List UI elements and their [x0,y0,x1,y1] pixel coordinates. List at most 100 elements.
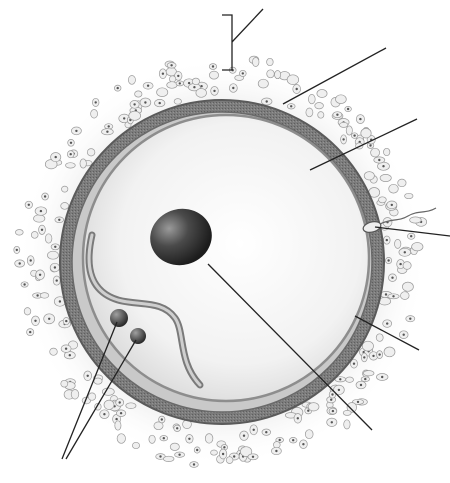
corona-cell-nucleus [163,437,165,439]
corona-cell [170,443,179,450]
corona-cell-nucleus [70,153,72,155]
corona-cell [94,378,102,384]
corona-cell-nucleus [178,454,180,456]
corona-cell-nucleus [275,450,277,452]
corona-cell-nucleus [410,235,412,237]
corona-cell [15,230,23,236]
corona-cell-nucleus [369,144,371,146]
corona-cell-nucleus [65,348,67,350]
corona-cell [306,108,313,117]
corona-cell-nucleus [56,279,58,281]
corona-cell [24,308,31,315]
corona-cell [308,403,319,411]
corona-cell-nucleus [279,439,281,441]
corona-cell [34,215,45,222]
corona-cell [343,410,351,415]
corona-cell [346,377,354,382]
corona-cell-nucleus [392,295,394,297]
corona-cell-nucleus [162,73,164,75]
corona-cell [157,88,168,97]
corona-cell [389,184,399,193]
corona-cell-nucleus [106,131,108,133]
corona-cell-nucleus [103,413,105,415]
corona-cell [364,172,374,180]
corona-cell-nucleus [41,229,43,231]
corona-cell-nucleus [338,389,340,391]
corona-cell [371,148,380,157]
corona-cell [91,110,98,119]
corona-cell-nucleus [147,85,149,87]
corona-cell [336,95,347,104]
corona-cell [317,90,327,98]
corona-cell [380,174,391,181]
corona-cell-nucleus [188,438,190,440]
corona-cell-nucleus [363,356,365,358]
corona-cell-nucleus [28,204,30,206]
corona-cell-nucleus [360,384,362,386]
corona-cell [169,76,175,82]
corona-cell-nucleus [212,65,214,67]
corona-cell-nucleus [386,239,388,241]
corona-cell-nucleus [177,75,179,77]
corona-cell [209,71,218,79]
corona-cell [117,434,125,444]
corona-cell [401,292,410,300]
corona-cell [61,186,67,192]
corona-cell-nucleus [296,88,298,90]
corona-cell-nucleus [232,87,234,89]
corona-cell-nucleus [108,125,110,127]
corona-cell [226,457,233,464]
corona-cell [31,232,38,239]
corona-cell-nucleus [170,64,172,66]
corona-cell-nucleus [200,85,202,87]
corona-cell-nucleus [54,246,56,248]
corona-cell [167,82,177,89]
corona-cell-nucleus [58,219,60,221]
corona-cell [305,430,313,439]
corona-cell-nucleus [252,456,254,458]
corona-cell [405,193,413,198]
corona-cell-nucleus [290,105,292,107]
corona-cell-nucleus [404,251,406,253]
corona-cell-nucleus [95,101,97,103]
corona-cell-nucleus [381,376,383,378]
corona-cell [340,122,348,127]
corona-cell-nucleus [386,322,388,324]
corona-cell [126,403,136,409]
corona-cell-nucleus [133,103,135,105]
corona-cell-nucleus [144,101,146,103]
corona-cell [376,334,383,342]
corona-cell [61,380,68,387]
corona-cell-nucleus [385,293,387,295]
corona-cell [315,103,324,109]
corona-cell-nucleus [359,118,361,120]
corona-cell-nucleus [403,334,405,336]
corona-cell [163,456,174,461]
corona-cell-nucleus [330,399,332,401]
corona-cell [403,262,411,270]
corona-cell-nucleus [342,138,344,140]
corona-cell-nucleus [297,417,299,419]
corona-cell-nucleus [48,318,50,320]
corona-cell [80,159,86,168]
leader-corona-radiata [232,9,263,42]
corona-cell-nucleus [44,195,46,197]
corona-cell [275,71,281,79]
corona-cell-nucleus [357,401,359,403]
corona-cell [379,197,387,203]
corona-cell [398,179,406,187]
corona-cell [412,243,423,251]
corona-cell [211,450,218,455]
corona-cell-nucleus [233,455,235,457]
corona-cell-nucleus [265,431,267,433]
corona-cell [402,282,413,291]
corona-cell-nucleus [353,134,355,136]
corona-cell [344,420,350,429]
corona-cell [47,251,58,259]
corona-cell-nucleus [223,446,225,448]
corona-cell-nucleus [65,320,67,322]
corona-cell [192,78,199,85]
corona-cell [287,75,299,85]
corona-cell-nucleus [266,100,268,102]
corona-cell-nucleus [391,277,393,279]
